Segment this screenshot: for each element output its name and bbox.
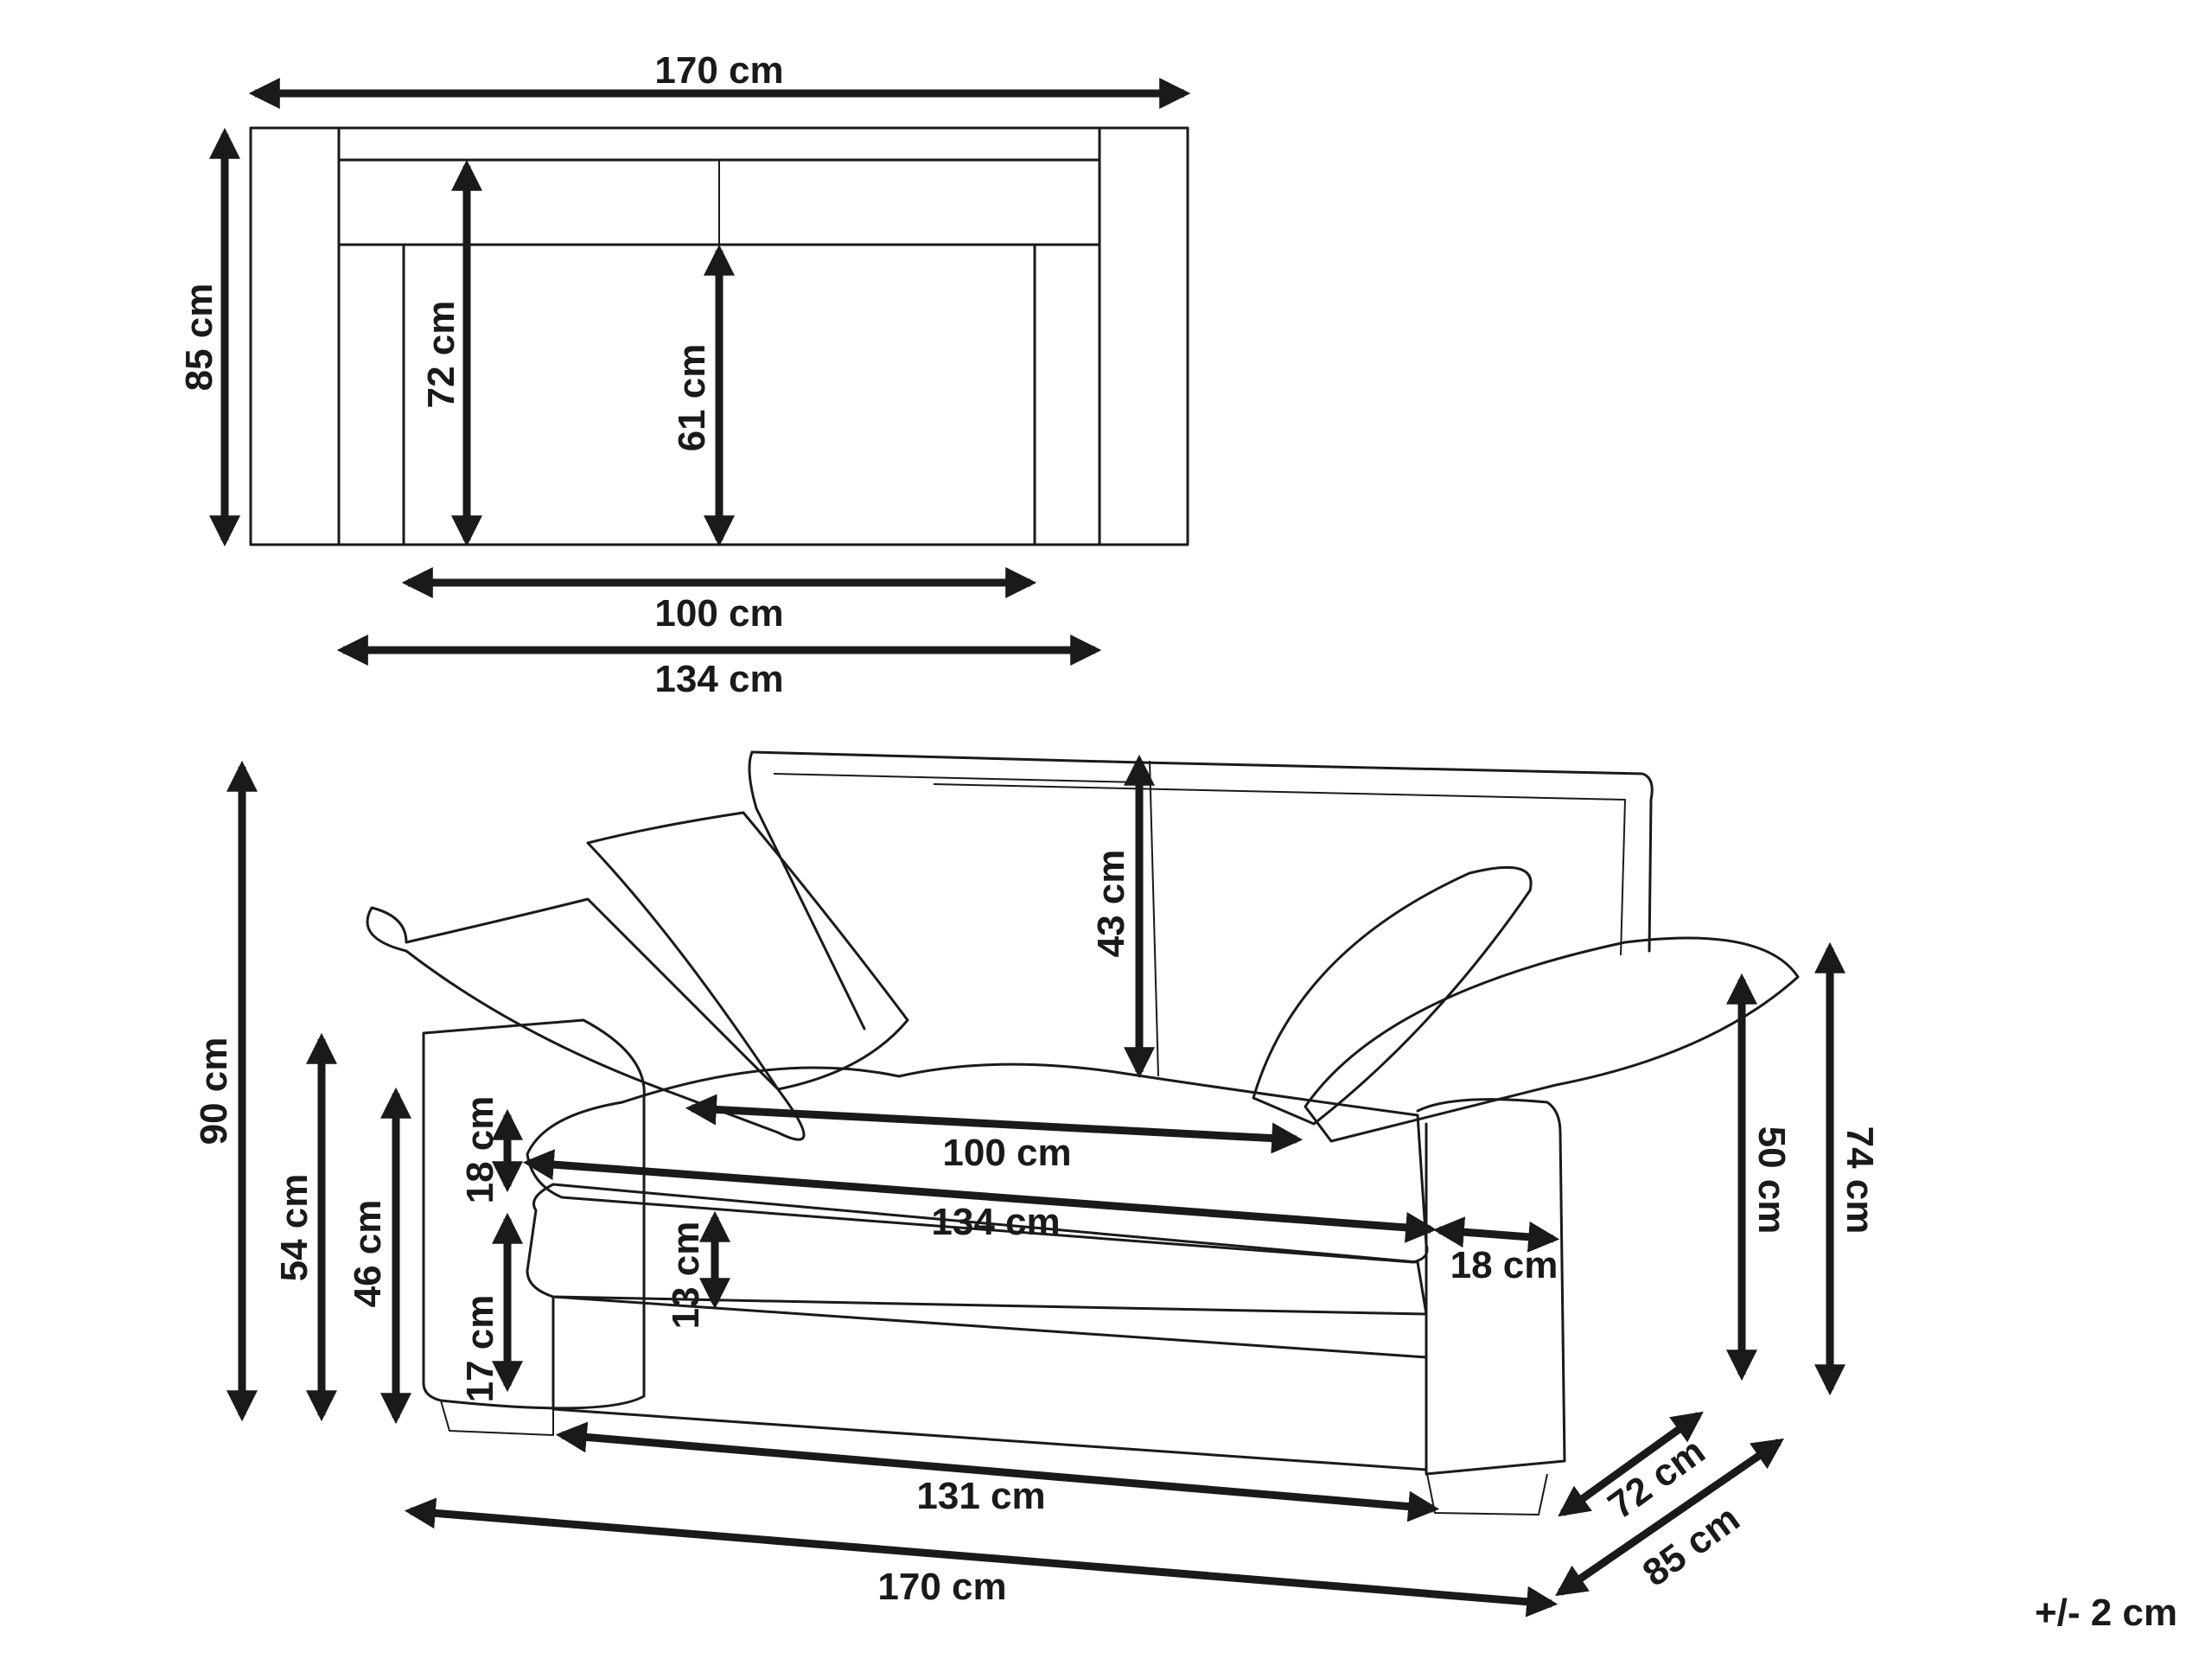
label-top-cushion-depth: 61 cm xyxy=(671,344,713,452)
label-seat-height: 46 cm xyxy=(347,1200,389,1308)
label-top-overall-depth: 85 cm xyxy=(178,284,220,392)
label-top-inner-width: 134 cm xyxy=(654,658,783,700)
label-overall-depth: 85 cm xyxy=(1635,1497,1748,1595)
label-seat-cushion-thickness: 18 cm xyxy=(459,1096,501,1204)
top-view xyxy=(209,78,1191,666)
label-top-overall-width: 170 cm xyxy=(654,49,783,92)
label-top-seat-width: 100 cm xyxy=(654,592,783,635)
label-armrest-width: 18 cm xyxy=(1450,1244,1559,1286)
label-top-seat-depth: 72 cm xyxy=(420,301,462,409)
label-backrest-height: 43 cm xyxy=(1090,850,1132,958)
label-base-width: 131 cm xyxy=(916,1475,1045,1517)
label-base-cushion-thickness: 13 cm xyxy=(665,1222,707,1330)
label-seat-width: 100 cm xyxy=(942,1132,1071,1174)
sofa-perspective-drawing xyxy=(366,750,1800,1515)
label-inner-width: 134 cm xyxy=(931,1201,1060,1243)
label-armrest-total-height: 54 cm xyxy=(273,1174,316,1282)
label-base-height: 17 cm xyxy=(459,1295,501,1403)
label-overall-height: 90 cm xyxy=(193,1037,235,1145)
label-armrest-height: 50 cm xyxy=(1750,1126,1793,1235)
front-dimension-arrows xyxy=(226,754,1845,1618)
tolerance-note: +/- 2 cm xyxy=(2034,1592,2177,1634)
label-overall-width: 170 cm xyxy=(877,1566,1006,1608)
label-back-height: 74 cm xyxy=(1839,1126,1881,1235)
